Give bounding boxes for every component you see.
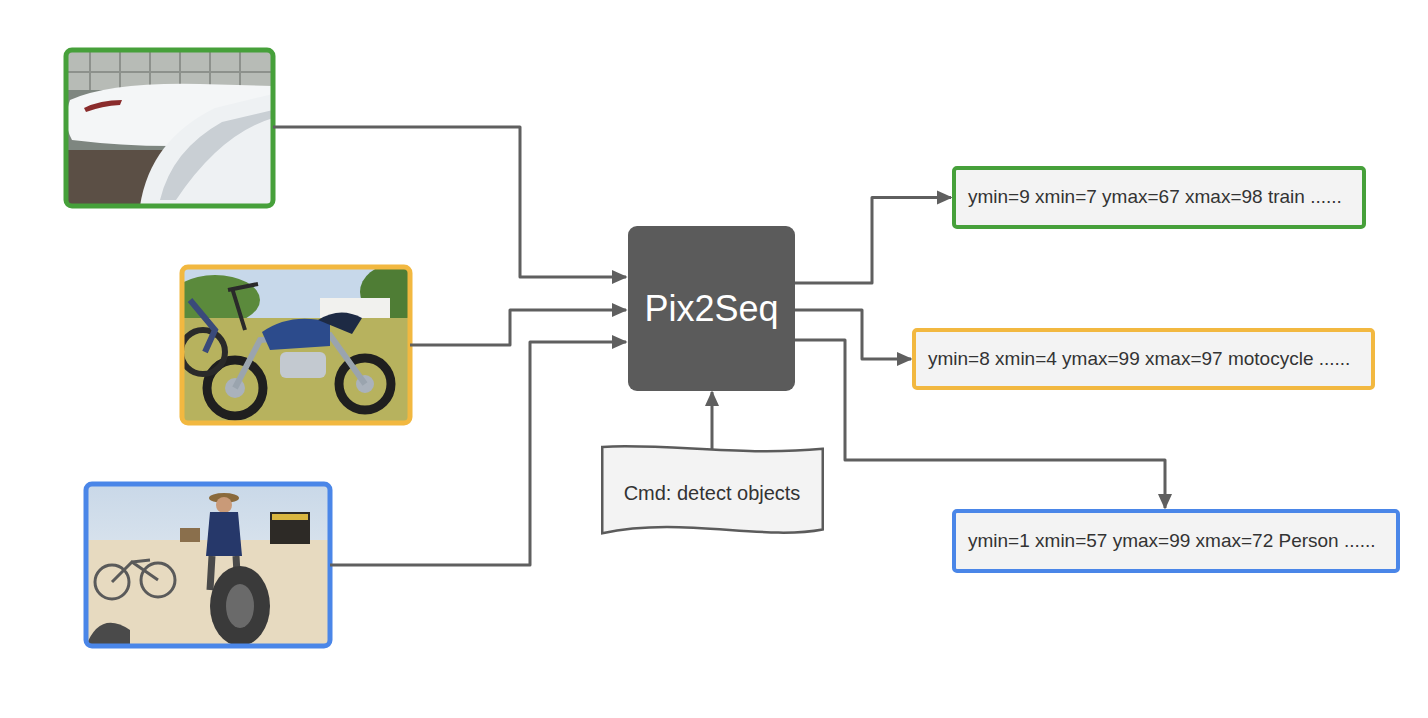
command-document: Cmd: detect objects bbox=[600, 445, 825, 541]
flow-arrow bbox=[795, 310, 911, 359]
node-label: ymin=9 xmin=7 ymax=67 xmax=98 train ....… bbox=[968, 186, 1342, 209]
node-label: Cmd: detect objects bbox=[624, 481, 801, 505]
flow-arrow bbox=[711, 392, 714, 451]
output-box: ymin=8 xmin=4 ymax=99 xmax=97 motocycle … bbox=[912, 328, 1375, 390]
flow-arrow bbox=[795, 198, 951, 284]
output-box: ymin=9 xmin=7 ymax=67 xmax=98 train ....… bbox=[952, 166, 1366, 229]
photo-frame bbox=[182, 267, 410, 423]
train-photo bbox=[66, 50, 273, 206]
desert-bike-photo bbox=[86, 484, 330, 646]
input-arrow bbox=[410, 310, 626, 345]
input-arrow bbox=[330, 342, 626, 565]
photo-frame bbox=[66, 50, 273, 206]
output-box: ymin=1 xmin=57 ymax=99 xmax=72 Person ..… bbox=[952, 509, 1400, 573]
node-label: ymin=1 xmin=57 ymax=99 xmax=72 Person ..… bbox=[968, 530, 1376, 553]
node-label: Pix2Seq bbox=[644, 287, 778, 330]
motorcycle-photo bbox=[182, 267, 410, 423]
node-label: ymin=8 xmin=4 ymax=99 xmax=97 motocycle … bbox=[928, 348, 1350, 371]
input-arrow bbox=[273, 127, 626, 277]
model-box: Pix2Seq bbox=[628, 226, 795, 391]
photo-frame bbox=[86, 484, 330, 646]
